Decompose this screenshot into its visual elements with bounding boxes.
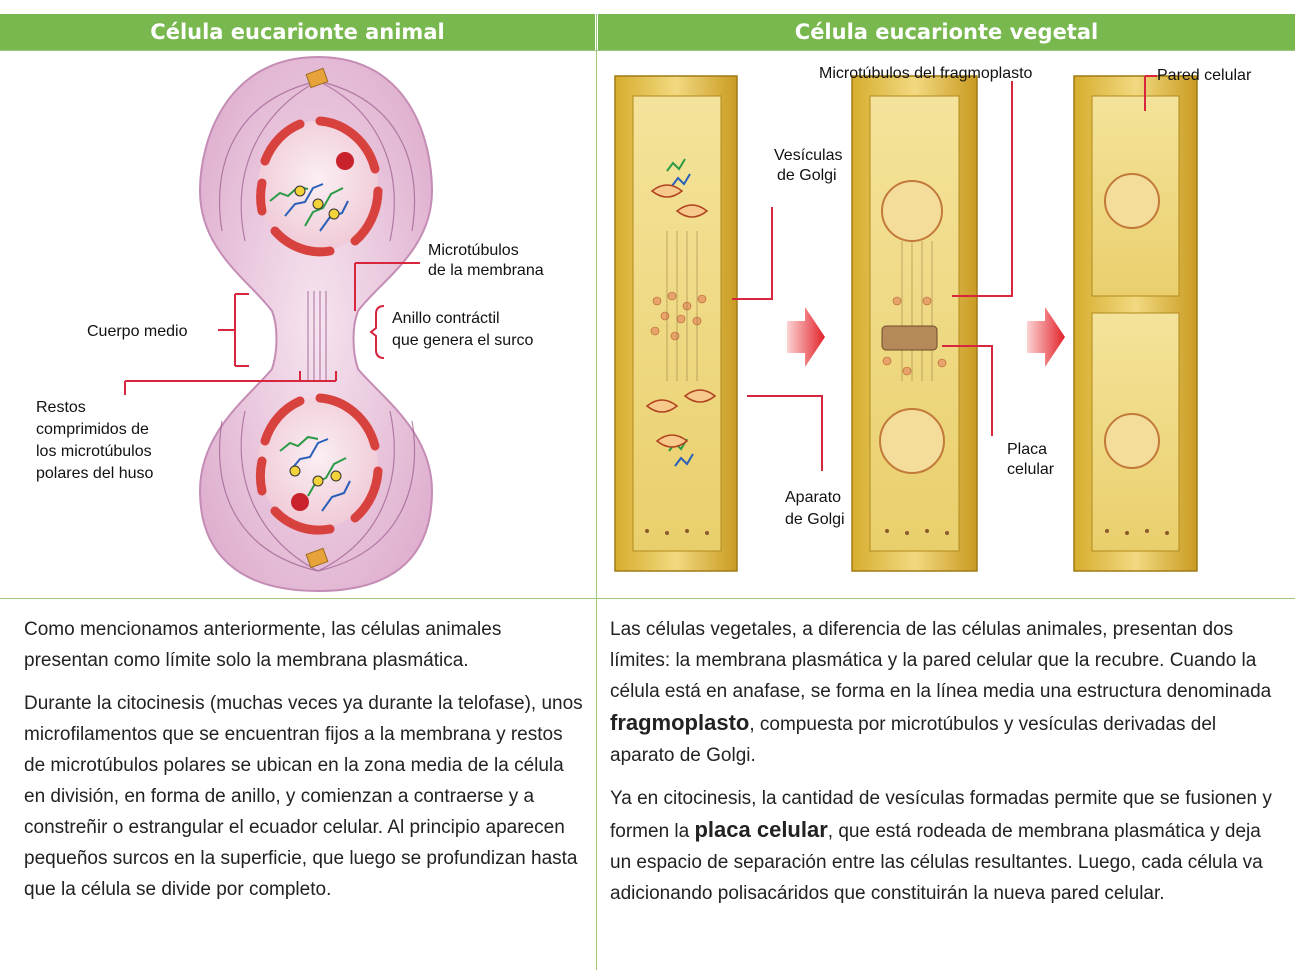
label-restos-3: los microtúbulos bbox=[36, 442, 152, 462]
animal-cell-figure: Microtúbulos de la membrana Anillo contr… bbox=[0, 51, 595, 597]
label-aparato-1: Aparato bbox=[785, 488, 841, 508]
vegetal-description: Las células vegetales, a diferencia de l… bbox=[610, 614, 1285, 921]
label-pared-celular: Pared celular bbox=[1157, 66, 1251, 86]
plant-cell-figure: Microtúbulos del fragmoplasto Pared celu… bbox=[597, 51, 1295, 597]
animal-description: Como mencionamos anteriormente, las célu… bbox=[24, 614, 584, 917]
arrow-2 bbox=[1027, 307, 1065, 367]
label-restos-1: Restos bbox=[36, 398, 86, 418]
label-placa-1: Placa bbox=[1007, 440, 1047, 460]
animal-paragraph-2: Durante la citocinesis (muchas veces ya … bbox=[24, 688, 584, 905]
plant-cell-1 bbox=[615, 76, 737, 571]
label-cuerpo-medio: Cuerpo medio bbox=[87, 322, 188, 342]
vegetal-p1-text-a: Las células vegetales, a diferencia de l… bbox=[610, 619, 1271, 702]
term-placa-celular: placa celular bbox=[694, 817, 827, 842]
label-restos-2: comprimidos de bbox=[36, 420, 149, 440]
label-aparato-2: de Golgi bbox=[785, 510, 845, 530]
plant-cell-2 bbox=[852, 76, 977, 571]
plant-cell-illustration bbox=[597, 51, 1295, 597]
label-fragmoplasto: Microtúbulos del fragmoplasto bbox=[819, 64, 1032, 84]
header-vegetal: Célula eucarionte vegetal bbox=[598, 14, 1295, 50]
term-fragmoplasto: fragmoplasto bbox=[610, 710, 749, 735]
header-animal: Célula eucarionte animal bbox=[0, 14, 595, 50]
label-anillo-2: que genera el surco bbox=[392, 331, 533, 351]
vegetal-paragraph-1: Las células vegetales, a diferencia de l… bbox=[610, 614, 1285, 771]
label-placa-2: celular bbox=[1007, 460, 1054, 480]
label-anillo-1: Anillo contráctil bbox=[392, 309, 500, 329]
label-vesiculas-1: Vesículas bbox=[774, 146, 842, 166]
plant-cell-3 bbox=[1074, 76, 1197, 571]
label-microtubulos-2: de la membrana bbox=[428, 261, 544, 281]
arrow-1 bbox=[787, 307, 825, 367]
label-vesiculas-2: de Golgi bbox=[777, 166, 837, 186]
vegetal-paragraph-2: Ya en citocinesis, la cantidad de vesícu… bbox=[610, 783, 1285, 909]
row-divider bbox=[0, 598, 1295, 599]
animal-paragraph-1: Como mencionamos anteriormente, las célu… bbox=[24, 614, 584, 676]
label-restos-4: polares del huso bbox=[36, 464, 153, 484]
label-microtubulos-1: Microtúbulos bbox=[428, 241, 519, 261]
